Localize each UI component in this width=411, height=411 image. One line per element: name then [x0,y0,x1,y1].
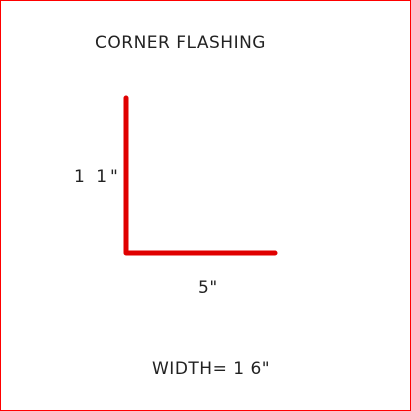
total-width-note: WIDTH= 1 6" [152,359,271,379]
diagram-title: CORNER FLASHING [95,33,266,53]
flashing-profile [123,95,278,256]
horizontal-leg-dimension: 5" [198,278,218,298]
vertical-leg-dimension: 1 1" [74,167,121,187]
